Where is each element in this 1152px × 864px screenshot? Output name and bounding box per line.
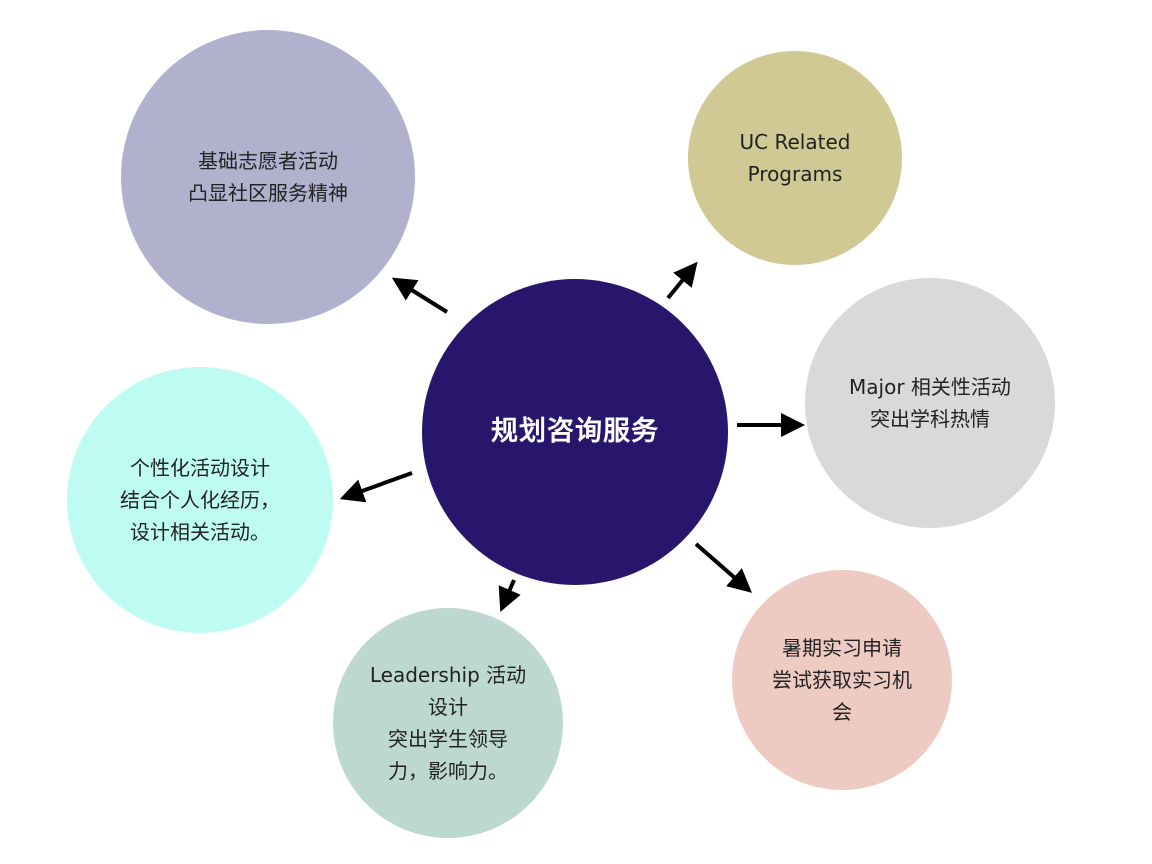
arrow-to-personal bbox=[339, 471, 413, 503]
volunteer-node: 基础志愿者活动 凸显社区服务精神 bbox=[121, 30, 415, 324]
internship-node: 暑期实习申请 尝试获取实习机 会 bbox=[732, 570, 952, 790]
center-node: 规划咨询服务 bbox=[422, 279, 728, 585]
uc-programs-node: UC Related Programs bbox=[688, 51, 902, 265]
personal-node: 个性化活动设计 结合个人化经历， 设计相关活动。 bbox=[67, 367, 333, 633]
arrow-to-internship bbox=[694, 542, 753, 593]
arrow-to-uc bbox=[666, 261, 698, 300]
uc-programs-label: UC Related Programs bbox=[739, 130, 851, 186]
internship-label: 暑期实习申请 尝试获取实习机 会 bbox=[772, 636, 912, 724]
volunteer-label: 基础志愿者活动 凸显社区服务精神 bbox=[188, 149, 348, 205]
arrow-to-leadership bbox=[498, 579, 521, 613]
major-label: Major 相关性活动 突出学科热情 bbox=[849, 375, 1011, 431]
leadership-node: Leadership 活动 设计 突出学生领导 力，影响力。 bbox=[333, 608, 563, 838]
arrow-to-volunteer bbox=[391, 277, 449, 314]
leadership-label: Leadership 活动 设计 突出学生领导 力，影响力。 bbox=[369, 663, 527, 783]
personal-label: 个性化活动设计 结合个人化经历， 设计相关活动。 bbox=[120, 456, 280, 544]
center-label: 规划咨询服务 bbox=[491, 416, 659, 447]
major-node: Major 相关性活动 突出学科热情 bbox=[805, 278, 1055, 528]
